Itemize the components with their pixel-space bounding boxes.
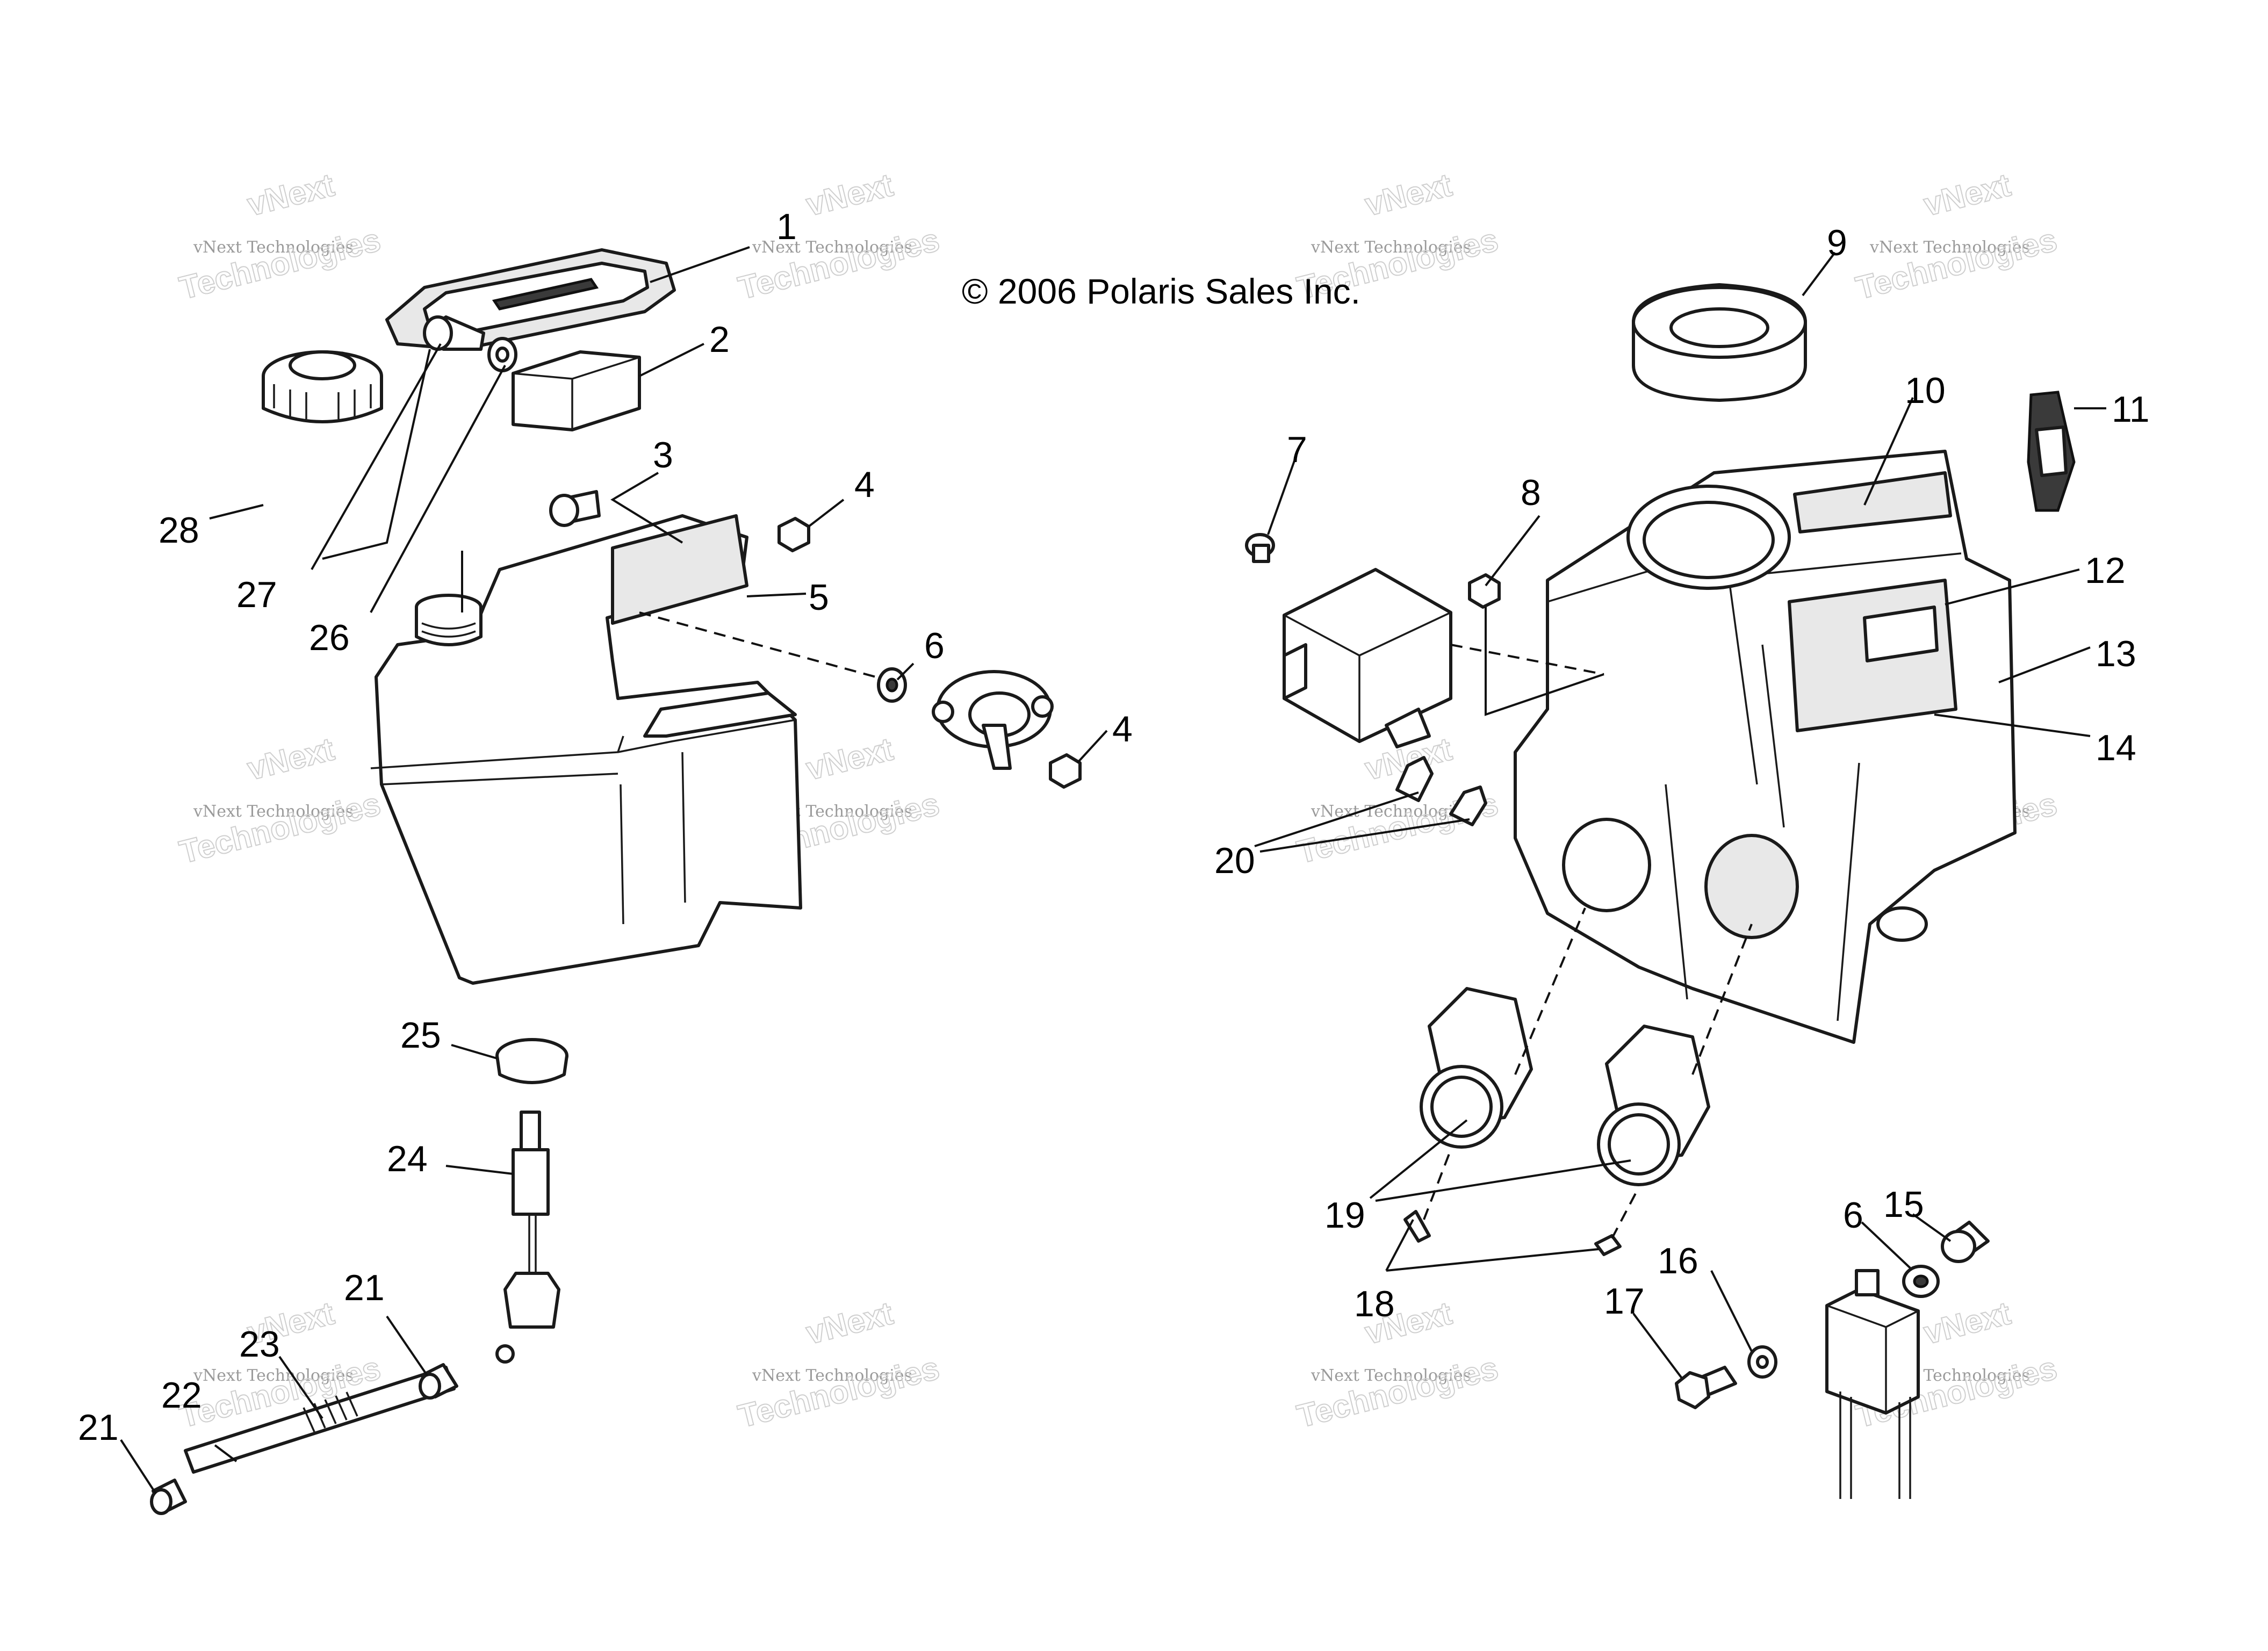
svg-text:vNext: vNext [1920, 167, 2014, 223]
svg-text:vNext Technologies: vNext Technologies [1869, 238, 2030, 257]
part-18-screw-left [1403, 1210, 1431, 1243]
callout-25: 25 [400, 1015, 441, 1056]
part-6-grommet-upper [877, 667, 907, 703]
svg-text:vNext Technologies: vNext Technologies [193, 1366, 354, 1385]
part-25-grommet [495, 1038, 568, 1084]
svg-text:vNext: vNext [244, 731, 338, 787]
callout-24: 24 [387, 1138, 428, 1179]
part-2-block [512, 350, 641, 431]
part-26-washer [487, 337, 517, 372]
callout-28: 28 [159, 510, 199, 551]
leader-lines [120, 246, 2106, 1495]
part-3-screw [549, 490, 601, 527]
svg-text:Technologies: Technologies [1293, 1350, 1501, 1434]
callout-13: 13 [2096, 633, 2136, 674]
callout-3: 3 [653, 435, 673, 475]
part-5-oil-tank [370, 514, 802, 985]
svg-text:vNext: vNext [803, 167, 897, 223]
svg-text:vNext Technologies: vNext Technologies [1311, 238, 1471, 257]
svg-text:vNext Technologies: vNext Technologies [1311, 1366, 1471, 1385]
callout-19: 19 [1324, 1195, 1365, 1236]
callout-16: 16 [1658, 1241, 1698, 1281]
part-8-nut [1468, 573, 1501, 609]
watermark: vNext vNext Technologies Technologies [734, 1294, 943, 1435]
callout-26: 26 [309, 617, 350, 658]
watermark: vNext vNext Technologies Technologies [175, 166, 384, 307]
callout-10: 10 [1905, 370, 1946, 411]
callout-2: 2 [709, 319, 730, 360]
callout-7: 7 [1287, 429, 1307, 470]
svg-text:Technologies: Technologies [176, 221, 384, 306]
part-17-bolt [1675, 1366, 1737, 1409]
callout-27: 27 [236, 574, 277, 615]
svg-text:vNext Technologies: vNext Technologies [193, 802, 354, 821]
callout-9: 9 [1827, 222, 1847, 263]
part-24-level-sensor [495, 1111, 560, 1364]
part-4-nut-upper [777, 517, 810, 552]
part-9-foam-ring [1632, 283, 1807, 402]
callout-6-lower: 6 [1843, 1195, 1863, 1236]
svg-text:Technologies: Technologies [176, 785, 384, 870]
callout-14: 14 [2096, 727, 2136, 768]
svg-text:vNext Technologies: vNext Technologies [752, 1366, 912, 1385]
callout-4-upper: 4 [854, 464, 875, 505]
callout-20: 20 [1214, 840, 1255, 881]
part-10-air-box [1514, 450, 2017, 1044]
callout-5: 5 [809, 577, 829, 618]
part-18-screw-right [1594, 1234, 1622, 1256]
svg-text:vNext Technologies: vNext Technologies [193, 238, 354, 257]
watermark: vNext vNext Technologies Technologies [734, 166, 943, 307]
watermark: vNext vNext Technologies Technologies [175, 730, 384, 871]
svg-text:vNext: vNext [803, 1295, 897, 1351]
part-7-screw [1245, 533, 1275, 563]
ignition-coil [1825, 1269, 1920, 1499]
callout-12: 12 [2085, 550, 2126, 591]
oil-sensor [932, 670, 1054, 770]
copyright-notice: © 2006 Polaris Sales Inc. [962, 271, 1360, 311]
part-20-fitting-a [1395, 756, 1434, 802]
svg-text:vNext Technologies: vNext Technologies [752, 238, 912, 257]
part-16-washer [1747, 1345, 1777, 1379]
part-28-filler-cap [262, 350, 383, 423]
callout-4-lower: 4 [1112, 709, 1133, 749]
callout-17: 17 [1604, 1281, 1645, 1322]
callout-23: 23 [239, 1324, 280, 1365]
part-19-boot-right [1597, 1025, 1710, 1186]
callout-11: 11 [2112, 389, 2150, 430]
callout-1: 1 [776, 206, 797, 247]
callout-18: 18 [1354, 1284, 1395, 1324]
watermark: vNext vNext Technologies Technologies [1852, 166, 2061, 307]
part-15-screw [1941, 1221, 1990, 1263]
callout-6-upper: 6 [924, 625, 945, 666]
part-6-grommet-lower [1902, 1265, 1940, 1298]
svg-text:Technologies: Technologies [735, 1350, 942, 1434]
svg-text:vNext Technologies: vNext Technologies [1311, 802, 1471, 821]
part-20-fitting-b [1449, 785, 1487, 826]
part-11-clip [2027, 391, 2076, 512]
part-4-nut-lower [1049, 753, 1082, 789]
part-27-bolt [423, 315, 485, 351]
svg-text:vNext: vNext [1920, 1295, 2014, 1351]
callout-21-right: 21 [344, 1267, 385, 1308]
callouts: 1 2 3 4 5 6 4 28 27 26 25 24 21 23 22 21… [78, 206, 2150, 1448]
part-21-fitting-right [419, 1363, 458, 1400]
callout-22: 22 [161, 1375, 202, 1416]
svg-text:Technologies: Technologies [1852, 221, 2060, 306]
svg-text:Technologies: Technologies [735, 221, 942, 306]
svg-text:vNext: vNext [803, 731, 897, 787]
callout-15: 15 [1883, 1184, 1924, 1225]
part-21-fitting-left [150, 1479, 187, 1515]
cdi-module [1283, 568, 1452, 748]
watermark: vNext vNext Technologies Technologies [1293, 1294, 1502, 1435]
callout-21-left: 21 [78, 1407, 119, 1448]
svg-text:vNext: vNext [244, 167, 338, 223]
callout-8: 8 [1521, 472, 1541, 513]
part-19-boot-left [1420, 987, 1533, 1149]
svg-text:vNext: vNext [1362, 167, 1456, 223]
